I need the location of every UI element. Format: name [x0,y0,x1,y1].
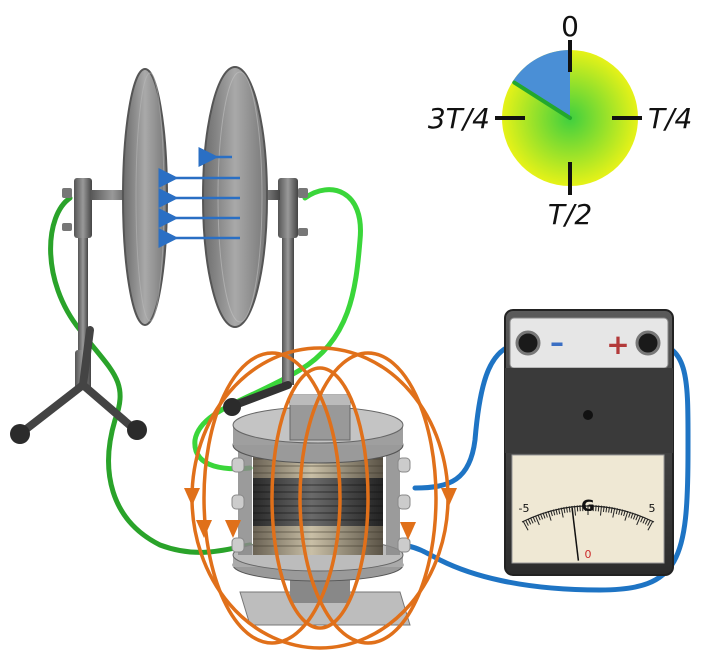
meter-tick [620,509,624,516]
minus-sign: – [550,326,564,359]
scale-zero-label: 0 [585,548,592,561]
plus-sign: + [606,328,629,361]
positive-terminal [635,330,661,356]
meter-tick [632,513,637,520]
field-arrow-down [400,522,416,540]
meter-tick [623,510,626,517]
galvanometer: – + -5 5 0 G [504,309,674,576]
meter-tick [636,515,642,526]
clock-label-left: 3T/4 [428,102,490,135]
scale-max-label: 5 [649,502,656,515]
meter-tick [550,510,553,517]
meter-tick [602,505,605,512]
meter-tick [647,521,654,531]
clock-label-bottom: T/2 [548,198,592,231]
meter-tick [644,518,649,525]
field-arrow-down [196,520,212,538]
meter-tick [522,521,529,531]
clock-hand [512,80,572,120]
meter-tick [552,509,556,516]
capacitor [122,66,268,328]
scale-min-label: -5 [519,502,530,515]
meter-tick [624,510,629,521]
meter-tick [537,514,541,521]
meter-tick [539,513,544,520]
phase-clock: 0 T/4 T/2 3T/4 [428,10,693,231]
meter-letter: G [581,496,594,515]
field-direction-arrows [184,488,457,540]
coil [231,394,411,626]
meter-tick [545,511,548,518]
green-wire-left [48,195,253,555]
meter-tick [628,511,631,518]
field-line [270,366,370,630]
clock-elapsed-sector [512,50,570,118]
blue-wire-top [412,340,526,491]
meter-tick [576,505,579,512]
meter-tick [534,515,540,526]
meter-ticks [522,504,654,531]
electric-field-arrows [158,147,240,248]
meter-tick [525,520,529,526]
meter-tick [640,516,644,523]
meter-tick [615,508,618,515]
blue-wire-bottom [405,340,691,593]
meter-tick [558,508,561,515]
meter-tick [635,514,639,521]
meter-tick [560,507,564,518]
meter-tick [612,507,616,518]
meter-needle [571,507,580,561]
meter-tick [574,505,576,516]
meter-tick [527,518,532,525]
meter-tick [647,520,651,526]
meter-tick [597,505,600,512]
field-line [202,351,342,645]
meter-tick [555,508,558,515]
meter-tick [568,506,571,513]
negative-terminal [515,330,541,356]
meter-tick [630,512,634,519]
meter-tick [605,506,608,513]
field-arrow-down [225,520,241,538]
meter-tick [608,506,610,513]
meter-tick [610,507,613,514]
meter-tick [530,517,534,524]
field-line [298,351,438,645]
meter-tick [563,507,566,514]
field-arrow-down [184,488,200,506]
meter-tick [618,508,621,515]
meter-tick [547,510,552,521]
clock-label-right: T/4 [648,102,692,135]
field-arrow-down [441,488,457,506]
meter-tick [532,516,536,523]
meter-tick [642,517,646,524]
clock-label-top: 0 [561,10,579,43]
meter-tick [566,506,568,513]
meter-tick [600,505,602,516]
left-plate [122,68,168,326]
meter-tick [542,512,546,519]
